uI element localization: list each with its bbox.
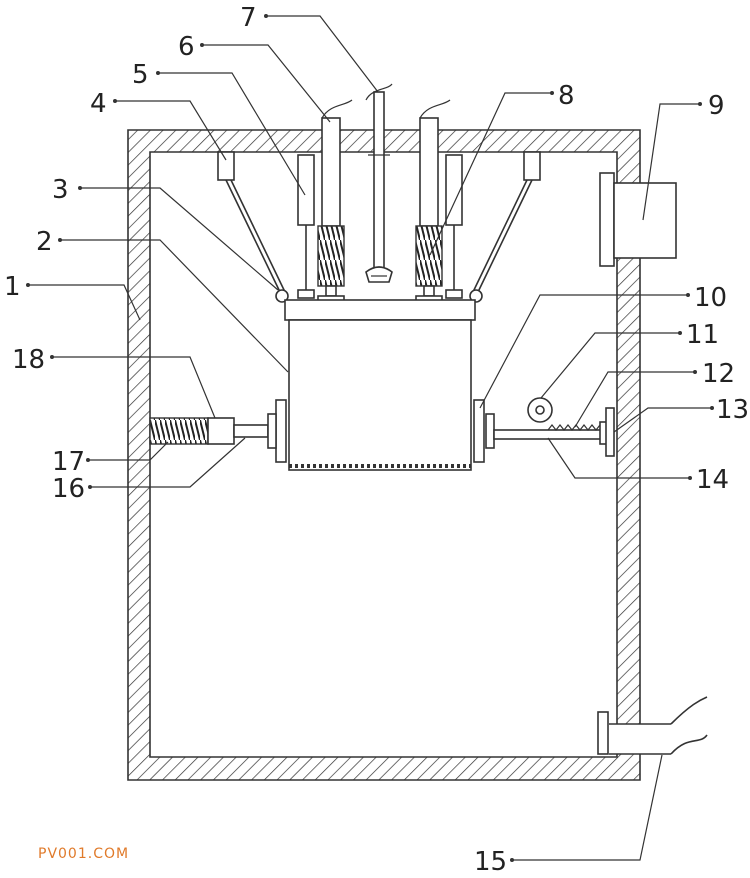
label-14: 14: [696, 465, 729, 495]
label-12: 12: [702, 359, 735, 389]
side-box: [599, 172, 677, 267]
label-13: 13: [716, 395, 749, 425]
leader-dots: [26, 14, 714, 862]
housing: [127, 129, 641, 781]
label-4: 4: [90, 89, 107, 119]
label-11: 11: [686, 320, 719, 350]
left-pipe: [317, 99, 353, 303]
label-18: 18: [12, 345, 45, 375]
right-rack-assembly: [485, 397, 615, 457]
label-15: 15: [474, 847, 507, 877]
left-cylinder: [297, 154, 315, 299]
right-cylinder: [445, 154, 463, 299]
label-10: 10: [694, 283, 727, 313]
label-8: 8: [558, 81, 575, 111]
label-5: 5: [132, 60, 149, 90]
label-1: 1: [4, 272, 21, 302]
label-2: 2: [36, 227, 53, 257]
watermark: PV001.COM: [38, 846, 129, 862]
basket: [275, 299, 485, 471]
part-labels: 1 2 3 4 5 6 7 8 9 10 11 12 13 14 15 16 1…: [4, 3, 749, 877]
label-16: 16: [52, 474, 85, 504]
right-pipe: [415, 99, 451, 303]
outlet-pipe: [597, 696, 708, 755]
label-6: 6: [178, 32, 195, 62]
label-7: 7: [240, 3, 257, 33]
label-17: 17: [52, 447, 85, 477]
label-3: 3: [52, 175, 69, 205]
left-hanger: [217, 151, 289, 303]
left-spring-assembly: [149, 413, 277, 449]
leader-lines: [28, 15, 712, 861]
label-9: 9: [708, 91, 725, 121]
center-rod: [365, 83, 393, 283]
right-hanger: [469, 151, 541, 303]
